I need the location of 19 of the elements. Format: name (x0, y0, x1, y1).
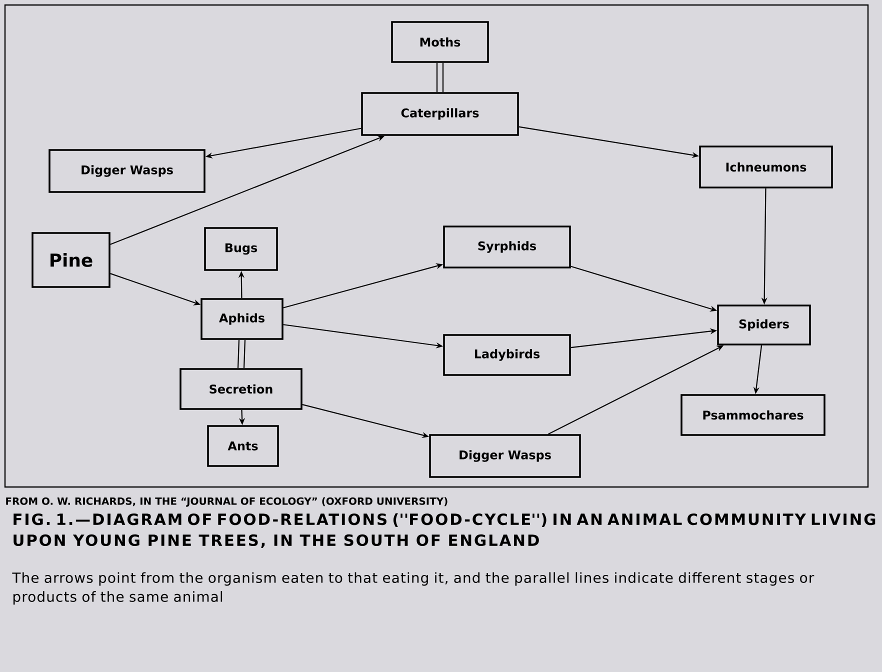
organism-box: Digger Wasps (48, 149, 206, 193)
organism-box: Aphids (200, 298, 284, 340)
plant-box: Pine (32, 232, 110, 288)
organism-box: Syrphids (443, 226, 571, 268)
organism-box: Secretion (180, 368, 302, 410)
figure-caption: FIG. 1.—DIAGRAM OF FOOD-RELATIONS (''FOOD-CYCLE'') IN AN ANIMAL COMMUNITY LIVING UPON YOUNG PINE TREES, IN THE SOUTH OF ENGLAND (14, 513, 876, 548)
caption-note: The arrows point from the organism eaten to that eating it, and the parallel lines indicate different stages or products of the same animal (12, 572, 814, 605)
organism-box: Digger Wasps (429, 434, 581, 478)
organism-box: Spiders (717, 304, 811, 346)
organism-box: Ladybirds (443, 334, 571, 376)
parallel-lines (436, 62, 444, 93)
organism-box: Moths (391, 21, 489, 63)
parallel-lines (237, 339, 246, 369)
organism-box: Bugs (204, 227, 278, 271)
organism-box: Ants (207, 425, 279, 467)
organism-box: Caterpillars (361, 92, 519, 136)
organism-box: Psammochares (680, 394, 826, 436)
organism-box: Ichneumons (699, 146, 833, 188)
source-note: FROM O. W. RICHARDS, IN THE “JOURNAL OF ECOLOGY” (OXFORD UNIVERSITY) (6, 497, 448, 507)
